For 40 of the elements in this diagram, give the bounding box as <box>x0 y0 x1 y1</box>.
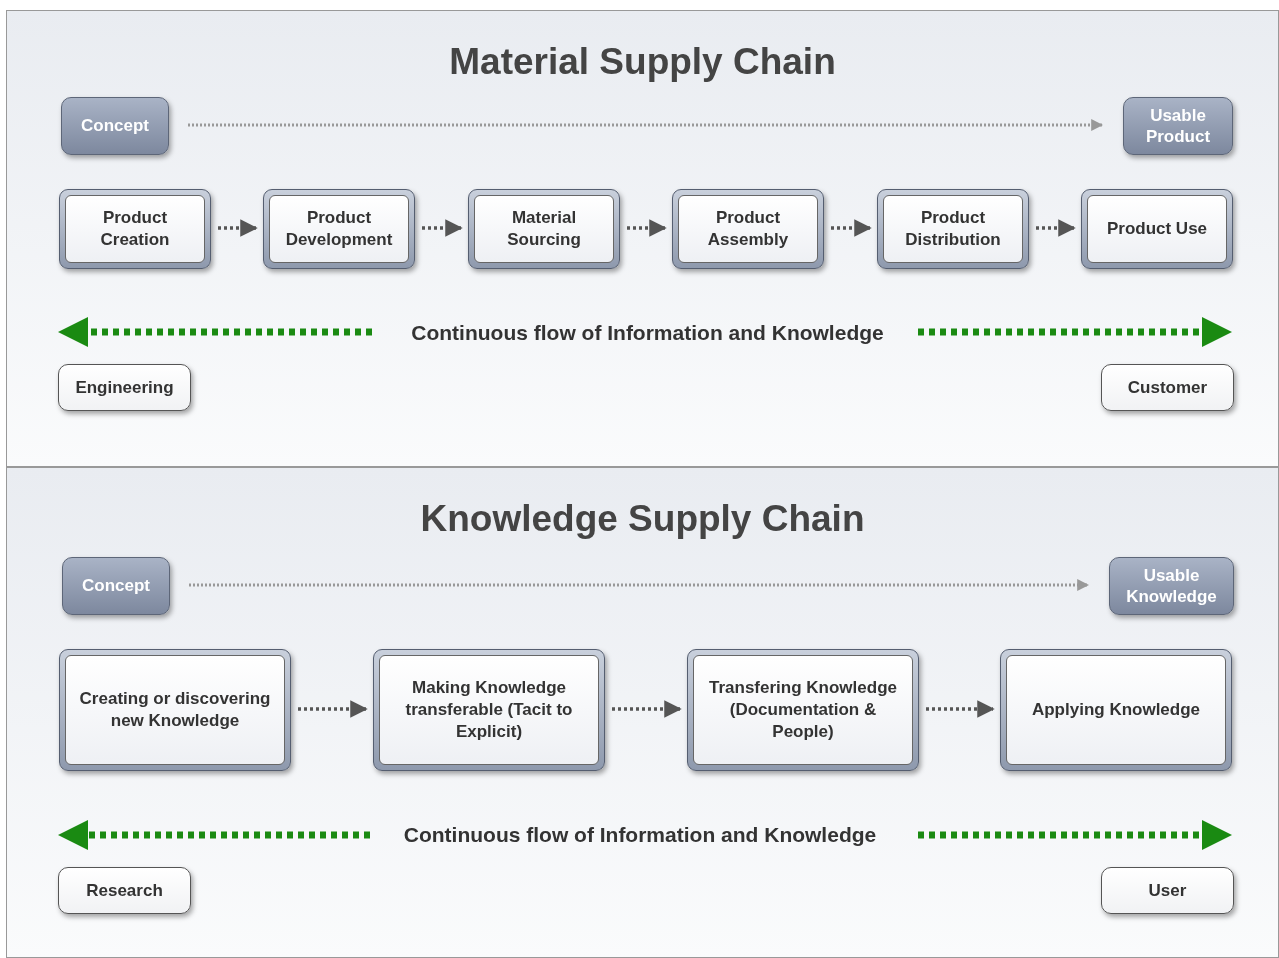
box-label: Product Development <box>269 195 409 263</box>
box-label: Creating or discovering new Knowledge <box>65 655 285 765</box>
process-box <box>468 189 620 269</box>
stage-box: Concept <box>62 557 170 615</box>
box-label: Transfering Knowledge (Documentation & People) <box>693 655 913 765</box>
arrow <box>188 119 1104 131</box>
box-label: Material Sourcing <box>474 195 614 263</box>
arrow <box>1036 219 1076 237</box>
role-box: User <box>1101 867 1234 914</box>
stage-box: Usable Knowledge <box>1109 557 1234 615</box>
flow-caption: Continuous flow of Information and Knowledge <box>402 822 878 848</box>
stage-box: Concept <box>61 97 169 155</box>
panel-background <box>6 10 1279 467</box>
box-label: Product Creation <box>65 195 205 263</box>
arrow <box>612 700 682 718</box>
process-box <box>672 189 824 269</box>
process-box <box>877 189 1029 269</box>
panel-background <box>6 467 1279 958</box>
role-box: Customer <box>1101 364 1234 411</box>
arrow <box>422 219 463 237</box>
box-label: Product Distribution <box>883 195 1023 263</box>
box-label: Product Assembly <box>678 195 818 263</box>
arrow <box>298 700 368 718</box>
arrow <box>627 219 667 237</box>
arrow <box>218 219 258 237</box>
stage-box: Usable Product <box>1123 97 1233 155</box>
role-box: Engineering <box>58 364 191 411</box>
process-box <box>1081 189 1233 269</box>
process-box <box>59 189 211 269</box>
panel-title: Knowledge Supply Chain <box>419 498 866 540</box>
role-box: Research <box>58 867 191 914</box>
arrow <box>189 579 1090 591</box>
box-label: Product Use <box>1087 195 1227 263</box>
arrow <box>926 700 995 718</box>
box-label: Applying Knowledge <box>1006 655 1226 765</box>
box-label: Making Knowledge transferable (Tacit to Explicit) <box>379 655 599 765</box>
panel-title: Material Supply Chain <box>448 41 837 83</box>
arrow <box>831 219 872 237</box>
flow-caption: Continuous flow of Information and Knowledge <box>410 320 885 346</box>
process-box <box>263 189 415 269</box>
